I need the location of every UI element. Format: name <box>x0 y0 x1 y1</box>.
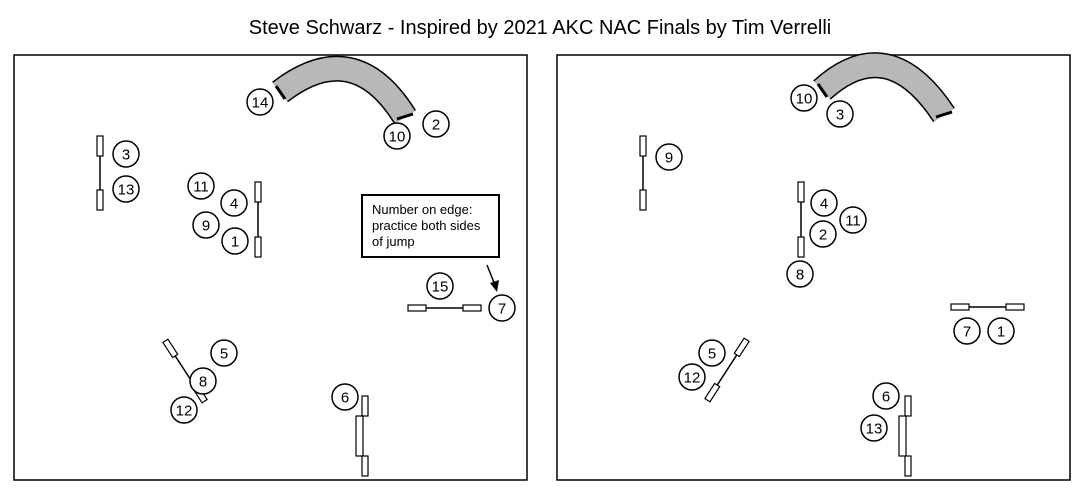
svg-text:3: 3 <box>836 107 844 124</box>
svg-text:8: 8 <box>199 374 207 391</box>
number-circle: 7 <box>488 294 516 322</box>
number-circle: 2 <box>809 220 837 248</box>
number-circle: 15 <box>426 272 454 300</box>
note-box: Number on edge: practice both sides of j… <box>361 194 500 258</box>
svg-text:15: 15 <box>432 279 449 296</box>
number-circle: 8 <box>786 260 814 288</box>
number-circle: 3 <box>112 140 140 168</box>
number-circle: 14 <box>246 88 274 116</box>
number-circle: 10 <box>383 122 411 150</box>
number-circle: 2 <box>422 110 450 138</box>
number-circle: 5 <box>698 339 726 367</box>
jump <box>950 303 1025 311</box>
left-course-border <box>13 54 528 481</box>
note-line: practice both sides <box>372 218 481 233</box>
jump <box>407 304 482 312</box>
jump <box>639 135 647 211</box>
svg-text:13: 13 <box>118 182 135 199</box>
number-circle: 3 <box>826 100 854 128</box>
note-line: Number on edge: <box>372 202 472 217</box>
tunnel <box>272 55 417 125</box>
svg-text:2: 2 <box>432 117 440 134</box>
jump <box>96 135 104 211</box>
number-circle: 12 <box>170 396 198 424</box>
svg-text:6: 6 <box>341 390 349 407</box>
svg-text:11: 11 <box>845 213 861 230</box>
note-line: of jump <box>372 234 415 249</box>
svg-text:13: 13 <box>866 421 883 438</box>
tire-frame <box>355 395 369 477</box>
svg-text:8: 8 <box>796 267 804 284</box>
svg-text:2: 2 <box>819 227 827 244</box>
number-circle: 6 <box>872 382 900 410</box>
svg-text:10: 10 <box>796 91 813 108</box>
svg-text:4: 4 <box>820 196 828 213</box>
number-circle: 7 <box>953 317 981 345</box>
page-title: Steve Schwarz - Inspired by 2021 AKC NAC… <box>248 17 832 39</box>
right-course-map: 10 3 9 4 11 2 8 7 1 5 12 6 13 <box>556 52 1071 481</box>
number-circle: 4 <box>220 189 248 217</box>
svg-text:3: 3 <box>122 147 130 164</box>
right-course-border <box>556 54 1071 481</box>
number-circle: 13 <box>112 175 140 203</box>
number-circle: 1 <box>221 227 249 255</box>
number-circle: 9 <box>192 211 220 239</box>
jump <box>704 337 750 403</box>
svg-text:5: 5 <box>708 346 716 363</box>
svg-text:10: 10 <box>389 129 406 146</box>
arrow-icon <box>486 264 499 292</box>
svg-text:5: 5 <box>220 346 228 363</box>
number-circle: 11 <box>839 206 867 234</box>
svg-text:7: 7 <box>498 301 506 318</box>
svg-text:14: 14 <box>252 95 269 112</box>
svg-text:11: 11 <box>193 179 209 196</box>
jump <box>797 181 805 258</box>
svg-text:9: 9 <box>202 218 210 235</box>
svg-text:7: 7 <box>963 324 971 341</box>
tunnel <box>813 52 955 123</box>
number-circle: 11 <box>187 172 215 200</box>
number-circle: 10 <box>790 84 818 112</box>
number-circle: 8 <box>189 367 217 395</box>
jump <box>254 181 262 258</box>
svg-text:12: 12 <box>176 403 193 420</box>
number-circle: 13 <box>860 414 888 442</box>
svg-text:1: 1 <box>231 234 239 251</box>
number-circle: 4 <box>810 189 838 217</box>
number-circle: 12 <box>678 363 706 391</box>
tire-frame <box>898 395 912 477</box>
number-circle: 6 <box>331 383 359 411</box>
svg-text:6: 6 <box>882 389 890 406</box>
number-circle: 1 <box>987 317 1015 345</box>
svg-text:4: 4 <box>230 196 238 213</box>
svg-text:1: 1 <box>997 324 1005 341</box>
svg-text:9: 9 <box>665 150 673 167</box>
svg-text:12: 12 <box>684 370 701 387</box>
number-circle: 9 <box>655 143 683 171</box>
left-course-map: Number on edge: practice both sides of j… <box>13 54 528 481</box>
number-circle: 5 <box>210 339 238 367</box>
